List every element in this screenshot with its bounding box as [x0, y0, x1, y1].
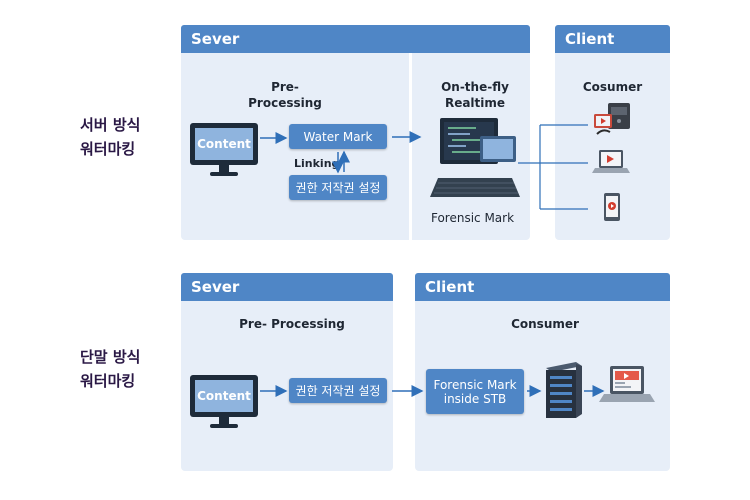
- row1-fanout-lines: [518, 124, 588, 210]
- row1-content-monitor-icon: Content: [190, 123, 258, 176]
- row1-label: 서버 방식 워터마킹: [80, 113, 160, 161]
- row1-rights-box: 권한 저작권 설정: [289, 175, 387, 200]
- row2-consumer-label: Consumer: [511, 317, 579, 331]
- row1-tablet-icon: [604, 193, 620, 221]
- row2-forensic-line1: Forensic Mark: [433, 377, 517, 392]
- row2-forensic-box: Forensic Mark inside STB: [426, 369, 524, 414]
- row1-linking-label: Linking: [294, 157, 340, 170]
- row2-rights-box: 권한 저작권 설정: [289, 378, 387, 403]
- row1-content-label: Content: [195, 128, 253, 160]
- row2-server-rack-icon: [546, 362, 582, 418]
- row1-label-line2: 워터마킹: [80, 140, 136, 158]
- row1-onthefly-line1: On-the-fly: [441, 80, 509, 94]
- row1-realtime-computer-icon: [430, 118, 520, 197]
- row1-laptop-icon: [592, 150, 630, 173]
- row2-server-header: Sever: [181, 273, 393, 301]
- row2-content-label: Content: [195, 380, 253, 412]
- row1-label-line1: 서버 방식: [80, 116, 141, 134]
- row1-forensic-label: Forensic Mark: [430, 211, 515, 225]
- row2-server-panel: Sever: [181, 273, 393, 471]
- row1-server-header: Sever: [181, 25, 530, 53]
- row1-settop-phone-icon: [594, 103, 630, 135]
- row1-pre-processing-line2: Processing: [248, 96, 322, 110]
- row2-label-line2: 워터마킹: [80, 372, 136, 390]
- row2-pre-processing-label: Pre- Processing: [239, 317, 345, 331]
- row1-onthefly-label: On-the-fly Realtime: [425, 79, 525, 111]
- row1-pre-processing-label: Pre- Processing: [245, 79, 325, 111]
- row1-consumer-label: Cosumer: [582, 80, 643, 94]
- row2-laptop-icon: [599, 366, 655, 402]
- row2-content-monitor-icon: Content: [190, 375, 258, 428]
- row2-label: 단말 방식 워터마킹: [80, 345, 160, 393]
- row1-client-header: Client: [555, 25, 670, 53]
- row1-pre-processing-line1: Pre-: [271, 80, 299, 94]
- row2-client-header: Client: [415, 273, 670, 301]
- row2-label-line1: 단말 방식: [80, 348, 141, 366]
- row2-forensic-line2: inside STB: [443, 391, 507, 406]
- row1-onthefly-line2: Realtime: [444, 96, 506, 110]
- row1-watermark-box: Water Mark: [289, 124, 387, 149]
